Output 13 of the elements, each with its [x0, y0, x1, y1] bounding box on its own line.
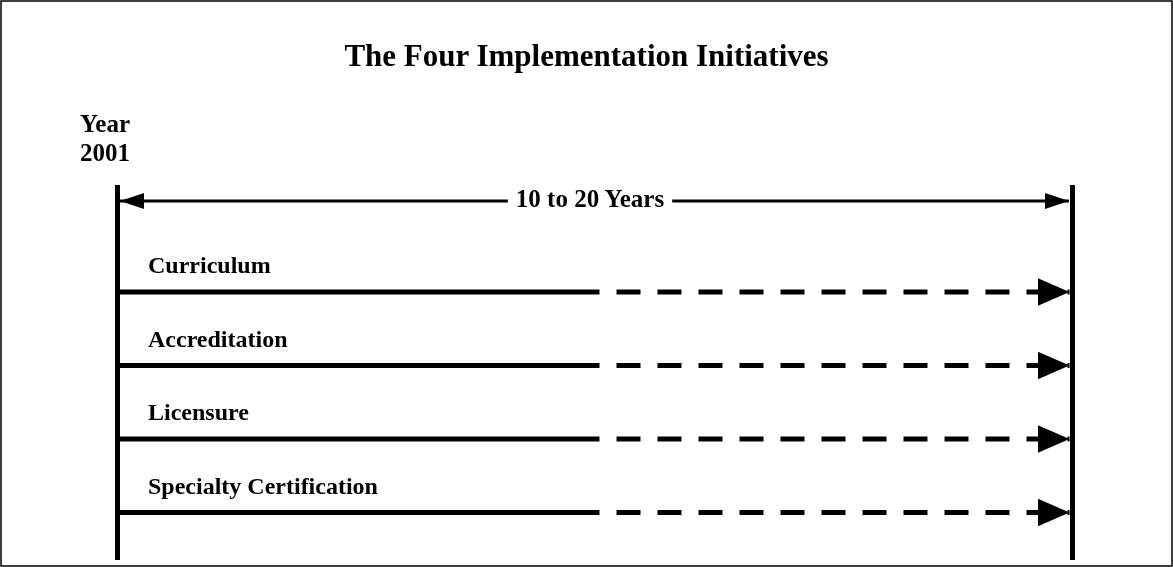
- arrow: [119, 498, 1070, 527]
- edge-label: Accreditation: [148, 325, 288, 354]
- year-label: Year 2001: [80, 110, 131, 168]
- title: The Four Implementation Initiatives: [343, 38, 830, 74]
- timeline-bar: [1069, 185, 1075, 560]
- arrow: [119, 425, 1070, 453]
- edge-label: Curriculum: [148, 252, 271, 280]
- edge-label: Licensure: [148, 399, 249, 427]
- arrow: [119, 351, 1070, 380]
- dimension-label: 10 to 20 Years: [515, 185, 665, 214]
- timeline-bar: [114, 185, 120, 560]
- arrow: [119, 278, 1070, 306]
- edge-label: Specialty Certification: [148, 472, 378, 501]
